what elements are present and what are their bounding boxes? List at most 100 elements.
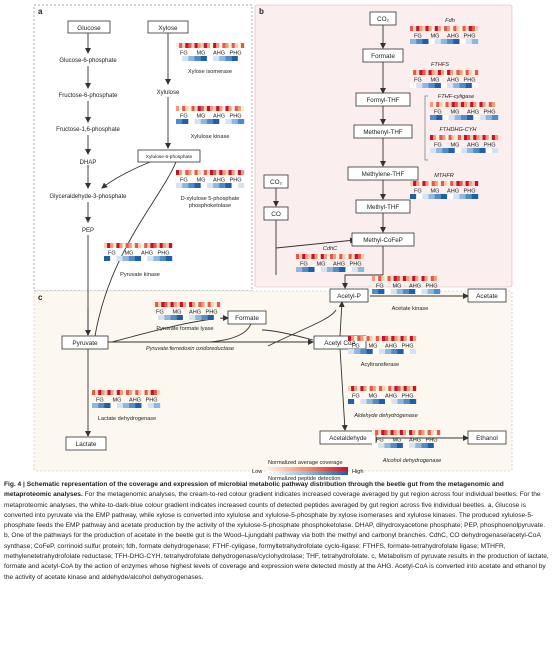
svg-text:Methenyl-THF: Methenyl-THF: [363, 129, 402, 136]
svg-text:Methyl-CoFeP: Methyl-CoFeP: [363, 237, 403, 244]
heatmap-region-label: PHG: [484, 110, 496, 116]
node-ethanol: Ethanol: [467, 430, 507, 445]
heatmap-region-label: PHG: [230, 114, 242, 120]
heatmap-region-label: AHG: [141, 251, 153, 257]
enzyme-mthfr: MTHFR: [434, 173, 454, 179]
legend-coverage-bar: [268, 467, 348, 471]
enzyme-fdh: Fdh: [445, 18, 455, 24]
heatmap-region-label: MG: [369, 394, 378, 400]
svg-text:Acetate: Acetate: [476, 293, 498, 300]
legend-low: Low: [252, 469, 263, 475]
heatmap-region-label: AHG: [467, 110, 479, 116]
heatmap-region-label: AHG: [385, 344, 397, 350]
svg-text:Formyl-THF: Formyl-THF: [367, 97, 400, 104]
heatmap-region-label: FG: [180, 51, 188, 57]
node-formate-c: Formate: [227, 310, 267, 325]
heatmap-region-label: FG: [108, 251, 116, 257]
panel-b-frame: [254, 4, 513, 288]
heatmap-region-label: PHG: [464, 34, 476, 40]
fthf-bracket: [424, 95, 428, 161]
nodes: Glucose Glucose-6-phosphate Fructose-6-p…: [49, 11, 507, 451]
heatmap-region-label: AHG: [447, 34, 459, 40]
enzyme-xylulose-kinase: Xylulose kinase: [191, 134, 230, 140]
svg-text:Pyruvate: Pyruvate: [72, 340, 98, 347]
node-methylcofep: Methyl-CoFeP: [351, 232, 415, 247]
heatmap-region-label: PHG: [158, 251, 170, 257]
svg-text:Acetyl CoA: Acetyl CoA: [324, 340, 356, 347]
enzyme-labels: Xylose isomerase Xylulose kinase D-xylul…: [98, 18, 478, 464]
enzyme-acyltransferase: Acyltransferase: [361, 362, 400, 368]
heatmap-region-label: MG: [393, 438, 402, 444]
svg-text:Formate: Formate: [371, 53, 395, 60]
heatmap-region-label: PHG: [230, 51, 242, 57]
panel-label-b: b: [259, 7, 264, 16]
heatmap-region-label: PHG: [426, 438, 438, 444]
legend-peptide-title: Normalized peptide detection: [268, 476, 340, 482]
heatmap-region-label: AHG: [409, 284, 421, 290]
heatmap-region-label: MG: [393, 284, 402, 290]
heatmap-region-label: FG: [180, 178, 188, 184]
heatmap-region-label: FG: [96, 398, 104, 404]
heatmap-region-label: PHG: [402, 344, 414, 350]
heatmap-region-label: FG: [352, 394, 360, 400]
node-f16p: Fructose-1,6-phosphate: [56, 127, 120, 133]
heatmap-region-label: MG: [113, 398, 122, 404]
heatmap-region-label: FG: [180, 114, 188, 120]
svg-text:Acetaldehyde: Acetaldehyde: [329, 435, 367, 442]
enzyme-adh: Alcohol dehydrogenase: [382, 458, 441, 464]
heatmap-region-label: MG: [431, 34, 440, 40]
node-glucose: Glucose: [67, 20, 111, 34]
enzyme-acetate-kinase: Acetate kinase: [392, 306, 429, 312]
heatmap-region-label: MG: [369, 344, 378, 350]
node-methenylthf: Methenyl-THF: [353, 124, 413, 139]
heatmap-region-label: AHG: [213, 178, 225, 184]
caption-lead: Fig. 4 | Schematic representation of the…: [4, 481, 504, 499]
svg-text:Formate: Formate: [235, 315, 259, 322]
edges: [85, 25, 469, 441]
svg-text:Acetyl-P: Acetyl-P: [337, 293, 361, 300]
legend: Normalized average coverage Low High Nor…: [252, 460, 364, 482]
heatmap-region-label: PHG: [484, 143, 496, 149]
heatmap-region-label: FG: [352, 344, 360, 350]
node-co2-left: CO₂: [263, 174, 289, 189]
enzyme-xpk-line1: D-xylulose 5-phosphate: [181, 196, 240, 202]
enzyme-pfor: Pyruvate:ferredoxin oxidoreductase: [146, 346, 234, 352]
heatmap-region-label: MG: [431, 78, 440, 84]
node-xylulose: Xylulose: [157, 90, 180, 96]
caption-body: For the metagenomic analyses, the cream-…: [4, 491, 549, 581]
enzyme-fthfs: FTHFS: [431, 62, 449, 68]
heatmap-region-label: AHG: [213, 114, 225, 120]
heatmap-region-label: FG: [414, 189, 422, 195]
svg-text:Methylene-THF: Methylene-THF: [362, 171, 405, 178]
legend-coverage-title: Normalized average coverage: [268, 460, 343, 466]
node-methylenethf: Methylene-THF: [347, 166, 419, 181]
svg-text:Glucose: Glucose: [77, 25, 101, 32]
heatmap-region-label: PHG: [230, 178, 242, 184]
heatmap-region-label: PHG: [402, 394, 414, 400]
node-g3p: Glyceraldehyde-3-phosphate: [49, 194, 127, 200]
node-acetylp: Acetyl-P: [329, 288, 369, 303]
node-formate-b: Formate: [362, 48, 404, 63]
svg-text:Lactate: Lactate: [76, 441, 97, 448]
heatmap-region-label: AHG: [447, 78, 459, 84]
svg-text:Xylose: Xylose: [158, 25, 178, 32]
enzyme-pyruvate-kinase: Pyruvate kinase: [120, 272, 160, 278]
heatmap-region-label: PHG: [146, 398, 158, 404]
enzyme-ldh: Lactate dehydrogenase: [98, 416, 156, 422]
enzyme-xylose-isomerase: Xylose isomerase: [188, 69, 232, 75]
enzyme-pfl: Pyruvate formate lyase: [156, 326, 213, 332]
